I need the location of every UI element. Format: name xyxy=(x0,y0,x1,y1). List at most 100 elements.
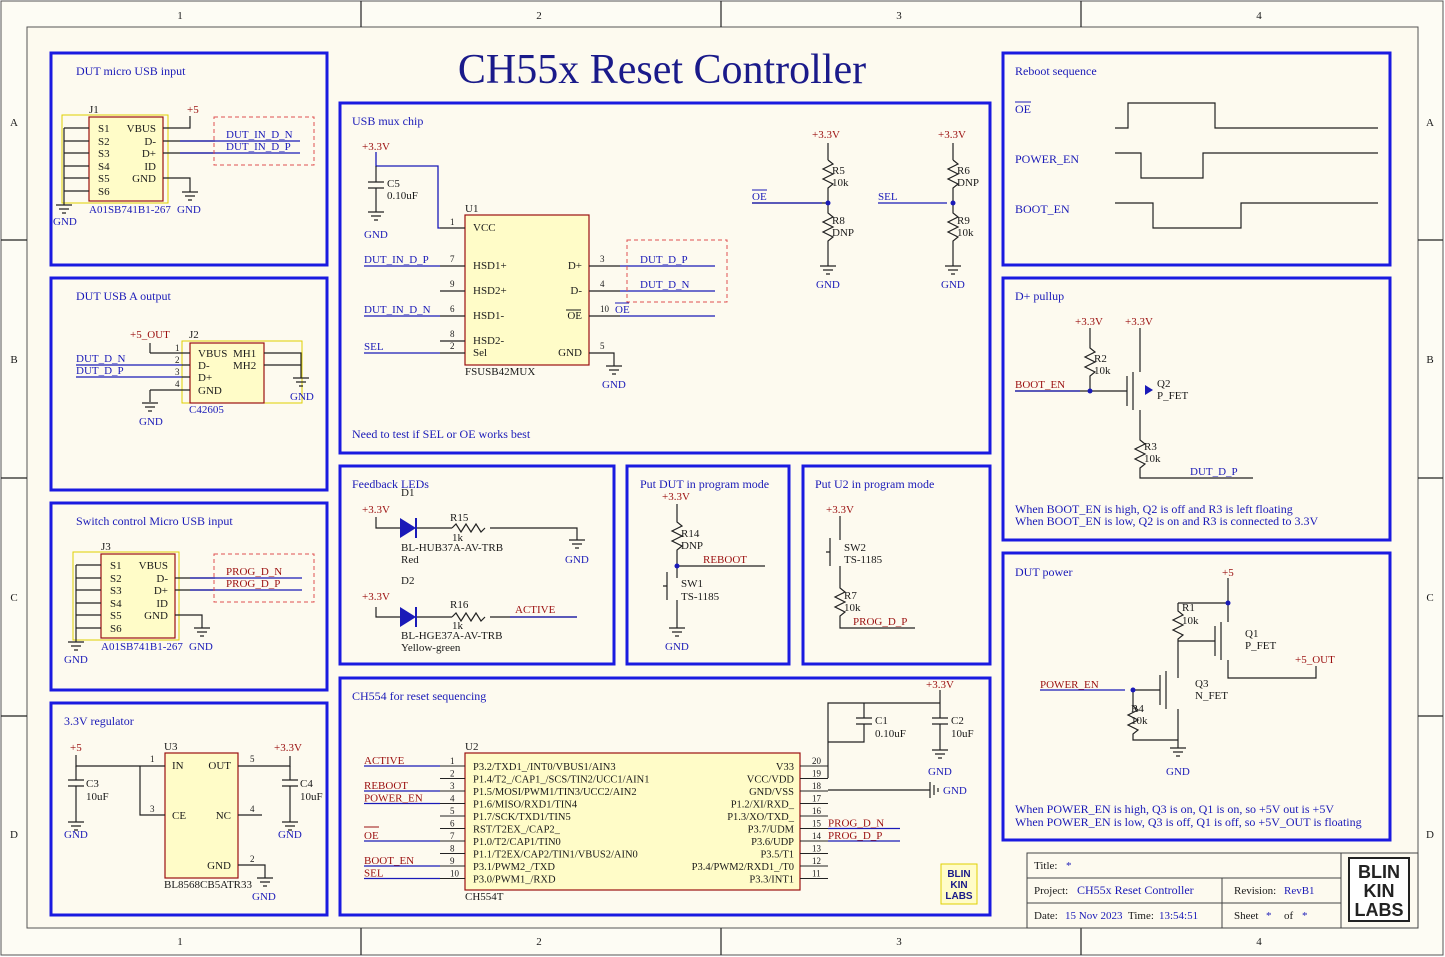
section-dut-micro-usb: DUT micro USB input J1 S1 S2 S3 S4 S5 S6… xyxy=(49,51,329,267)
gnd-label: GND xyxy=(189,641,213,653)
pin-number: 18 xyxy=(812,781,822,791)
pin-label: P1.5/MOSI/PWM1/TIN3/UCC2/AIN2 xyxy=(473,787,637,798)
row-label-d-right: D xyxy=(1426,829,1434,841)
net-prog-d-n: PROG_D_N xyxy=(226,566,282,578)
pin-label: OE xyxy=(567,310,582,322)
section-title: Put DUT in program mode xyxy=(640,477,769,491)
section-regulator: 3.3V regulator U3 IN OUT CE NC GND 1 5 3… xyxy=(49,701,329,917)
logo-line: KIN xyxy=(950,880,967,891)
regulator-u3 xyxy=(164,752,239,879)
q2-ref: Q2 xyxy=(1157,378,1170,390)
net-5v: +5 xyxy=(1222,567,1234,579)
pin-number: 13 xyxy=(812,844,822,854)
c4-value: 10uF xyxy=(300,791,323,803)
section-title: CH554 for reset sequencing xyxy=(352,689,486,703)
of-label: of xyxy=(1284,910,1294,922)
pin-label: P3.4/PWM2/RXD1_/T0 xyxy=(692,862,794,873)
c3-value: 10uF xyxy=(86,791,109,803)
net-sel: SEL xyxy=(878,191,898,203)
section-title: USB mux chip xyxy=(352,114,423,128)
project-label: Project: xyxy=(1034,885,1068,897)
pin-label: D- xyxy=(144,136,156,148)
pin-number: 3 xyxy=(175,367,180,377)
pin-label: VBUS xyxy=(198,348,227,360)
r1-value: 10k xyxy=(1182,615,1199,627)
net-power-en: POWER_EN xyxy=(1040,679,1099,691)
row-label-a-right: A xyxy=(1426,117,1434,129)
d2-ref: D2 xyxy=(401,575,414,587)
r6-ref: R6 xyxy=(957,165,970,177)
pullup-note-1: When BOOT_EN is high, Q2 is off and R3 i… xyxy=(1015,502,1293,516)
net-3v3: +3.3V xyxy=(1125,316,1153,328)
net-3v3: +3.3V xyxy=(274,742,302,754)
logo-line: LABS xyxy=(945,891,973,902)
pin-label: P3.1/PWM2_/TXD xyxy=(473,862,555,873)
pin-label: VCC xyxy=(473,222,496,234)
r4-value: 10k xyxy=(1131,715,1148,727)
gnd-label: GND xyxy=(816,279,840,291)
col-label-3-bottom: 3 xyxy=(896,936,902,948)
net-5v-out: +5_OUT xyxy=(1295,654,1335,666)
pin-label: D+ xyxy=(568,260,582,272)
mux-u1 xyxy=(464,214,590,366)
pin-label: P3.3/INT1 xyxy=(749,875,794,886)
connector-j2 xyxy=(189,342,265,404)
pin-number: 3 xyxy=(150,804,155,814)
pin-number: 1 xyxy=(450,217,455,227)
power-note-1: When POWER_EN is high, Q3 is on, Q1 is o… xyxy=(1015,802,1334,816)
connector-j1 xyxy=(88,116,164,202)
section-title: Put U2 in program mode xyxy=(815,477,934,491)
gnd-label: GND xyxy=(941,279,965,291)
gnd-label: GND xyxy=(290,391,314,403)
pin-label: P1.0/T2/CAP1/TIN0 xyxy=(473,837,561,848)
pin-number: 19 xyxy=(812,769,822,779)
pin-label: P1.7/SCK/TXD1/TIN5 xyxy=(473,812,571,823)
q1-ref: Q1 xyxy=(1245,628,1258,640)
pin-label: P1.2/XI/RXD_ xyxy=(731,800,795,811)
pin-label: S1 xyxy=(98,123,110,135)
net-3v3: +3.3V xyxy=(826,504,854,516)
pin-number: 10 xyxy=(600,304,610,314)
row-label-b-right: B xyxy=(1426,354,1433,366)
net-oe: OE xyxy=(615,304,630,316)
pin-label: P1.1/T2EX/CAP2/TIN1/VBUS2/AIN0 xyxy=(473,850,638,861)
pin-label: P3.5/T1 xyxy=(760,850,794,861)
net-boot-en: BOOT_EN xyxy=(1015,379,1065,391)
pin-label: ID xyxy=(156,598,168,610)
col-label-1: 1 xyxy=(177,10,183,22)
pin-label: D+ xyxy=(142,148,156,160)
pin-label: HSD1- xyxy=(473,310,505,322)
q1-type: P_FET xyxy=(1245,640,1276,652)
pin-label: S3 xyxy=(110,585,122,597)
section-dut-usb-a: DUT USB A output J2 VBUS D- D+ GND MH1 M… xyxy=(49,276,329,492)
gnd-label: GND xyxy=(139,416,163,428)
date-value: 15 Nov 2023 xyxy=(1065,910,1123,922)
pin-label: P1.6/MISO/RXD1/TIN4 xyxy=(473,800,578,811)
pin-label: S4 xyxy=(98,161,110,173)
pin-label: GND xyxy=(144,610,168,622)
d2-part: BL-HGE37A-AV-TRB xyxy=(401,630,502,642)
u2-ref: U2 xyxy=(465,741,478,753)
pin-label: MH1 xyxy=(233,348,256,360)
logo-line: BLIN xyxy=(947,869,970,880)
pin-number: 8 xyxy=(450,329,455,339)
net-dut-in-d-n: DUT_IN_D_N xyxy=(364,304,431,316)
pin-number: 6 xyxy=(450,819,455,829)
pin-label: VBUS xyxy=(139,560,168,572)
pin-number: 10 xyxy=(450,869,460,879)
section-usb-mux: USB mux chip U1 VCC HSD1+ HSD2+ HSD1- HS… xyxy=(338,101,992,455)
pin-label: GND xyxy=(207,860,231,872)
r14-ref: R14 xyxy=(681,528,700,540)
row-label-a: A xyxy=(10,117,18,129)
title-block: Title: * Project: CH55x Reset Controller… xyxy=(1026,852,1419,929)
gnd-label: GND xyxy=(177,204,201,216)
gnd-label: GND xyxy=(565,554,589,566)
gnd-label: GND xyxy=(602,379,626,391)
section-u2-program-mode: Put U2 in program mode +3.3V SW2 TS-1185… xyxy=(801,464,992,666)
gnd-label: GND xyxy=(53,216,77,228)
pin-number: 3 xyxy=(450,781,455,791)
col-label-3: 3 xyxy=(896,10,902,22)
d1-color: Red xyxy=(401,554,419,566)
pin-label: S6 xyxy=(110,623,122,635)
